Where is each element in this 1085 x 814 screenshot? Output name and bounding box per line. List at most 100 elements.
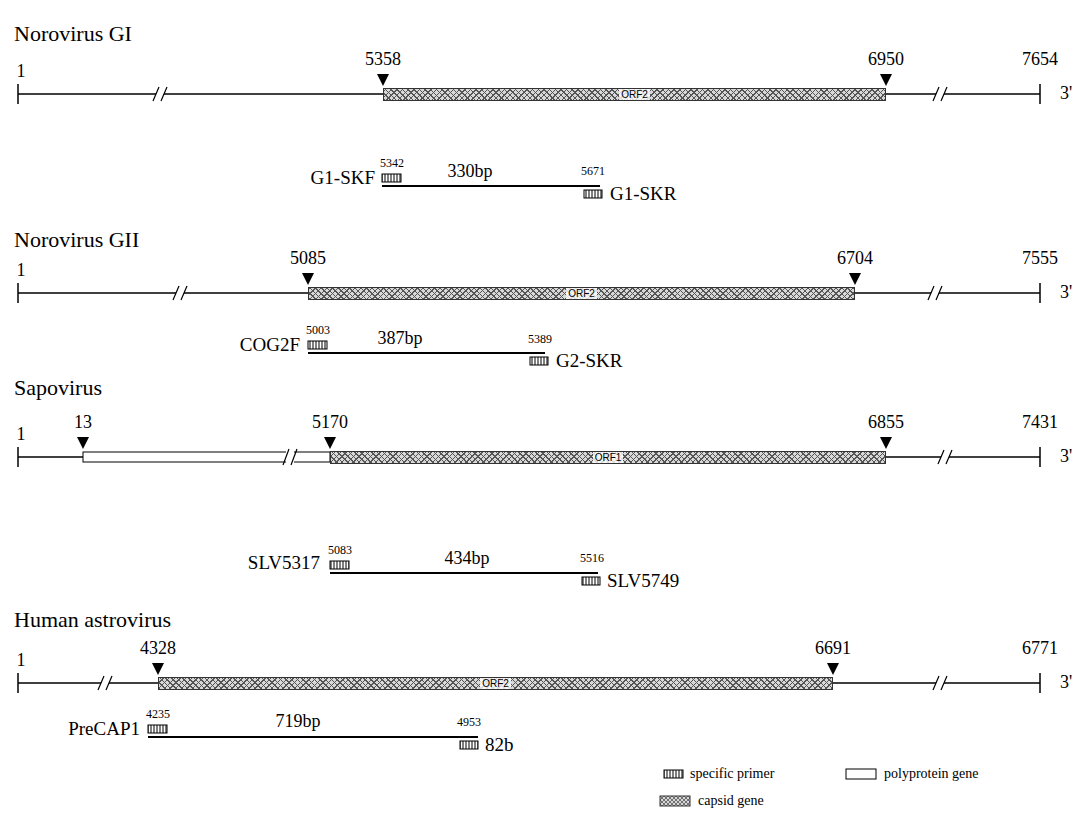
amplicon-line	[330, 572, 598, 574]
primer-position: 5342	[380, 157, 404, 170]
primer-name: G1-SKF	[311, 168, 375, 189]
end-mark: 3'	[1060, 283, 1072, 303]
primer-position: 5389	[528, 333, 552, 346]
legend-text: polyprotein gene	[884, 766, 978, 781]
primer-name: 82b	[485, 735, 514, 756]
orf-label: ORF2	[480, 678, 511, 689]
title: Human astrovirus	[14, 608, 171, 632]
primer-box	[148, 725, 167, 733]
orf-label: ORF2	[566, 288, 597, 299]
position-marker	[152, 663, 164, 675]
amplicon-line	[308, 352, 545, 354]
position-number: 1	[17, 62, 26, 82]
primer-name: G2-SKR	[556, 351, 623, 372]
break-mark	[933, 676, 947, 690]
position-number: 5085	[290, 249, 326, 269]
position-number: 6771	[1022, 639, 1058, 659]
break-mark	[283, 449, 297, 465]
end-mark: 3'	[1060, 447, 1072, 467]
genome-gi	[18, 74, 1040, 198]
break-mark	[98, 676, 112, 690]
title: Norovirus GII	[14, 228, 139, 252]
break-gap	[936, 87, 944, 101]
position-number: 1	[17, 651, 26, 671]
position-number: 5358	[365, 50, 401, 70]
primer-box	[330, 561, 349, 569]
primer-box	[582, 577, 600, 585]
end-tick	[17, 673, 19, 693]
position-number: 6704	[837, 249, 873, 269]
position-number: 7431	[1022, 413, 1058, 433]
position-number: 7654	[1022, 50, 1058, 70]
break-gap	[101, 676, 109, 690]
primer-position: 5516	[580, 552, 604, 565]
break-gap	[286, 448, 294, 466]
break-gap	[936, 676, 944, 690]
position-number: 6691	[815, 639, 851, 659]
primer-box	[382, 174, 401, 182]
end-tick	[1039, 283, 1041, 303]
position-number: 13	[74, 413, 92, 433]
genome-sapovirus	[18, 437, 1040, 585]
primer-position: 4953	[457, 716, 481, 729]
primer-box	[584, 190, 602, 198]
primer-swatch	[664, 770, 683, 778]
amplicon-size: 330bp	[448, 162, 493, 182]
position-marker	[77, 437, 89, 449]
position-marker	[377, 74, 389, 86]
end-tick	[17, 447, 19, 467]
primer-name: PreCAP1	[68, 719, 140, 740]
capsid-gene-bar: ORF2	[308, 287, 855, 300]
break-mark	[153, 87, 167, 101]
primer-position: 5083	[328, 544, 352, 557]
position-number: 6950	[868, 50, 904, 70]
amplicon-line	[382, 185, 600, 187]
end-tick	[17, 283, 19, 303]
amplicon-size: 719bp	[276, 712, 321, 732]
primer-box	[460, 741, 478, 749]
polyprotein-swatch	[846, 769, 876, 779]
capsid-gene-bar: ORF2	[158, 677, 833, 690]
primer-position: 5671	[581, 165, 605, 178]
end-tick	[1039, 673, 1041, 693]
primer-position: 4235	[146, 708, 170, 721]
end-tick	[1039, 447, 1041, 467]
orf-label: ORF2	[619, 89, 650, 100]
position-marker	[880, 437, 892, 449]
primer-name: SLV5749	[607, 571, 679, 592]
title: Norovirus GI	[14, 22, 132, 46]
end-tick	[17, 84, 19, 104]
primer-position: 5003	[306, 324, 330, 337]
end-tick	[1039, 84, 1041, 104]
break-gap	[941, 450, 949, 464]
break-gap	[931, 286, 939, 300]
legend-text: capsid gene	[698, 793, 764, 808]
orf-label: ORF1	[593, 452, 624, 463]
primer-name: COG2F	[240, 335, 300, 356]
break-mark	[933, 87, 947, 101]
primer-box	[308, 341, 327, 349]
position-marker	[302, 273, 314, 285]
position-number: 7555	[1022, 249, 1058, 269]
end-mark: 3'	[1060, 84, 1072, 104]
primer-name: G1-SKR	[610, 184, 677, 205]
position-marker	[880, 74, 892, 86]
position-number: 1	[17, 261, 26, 281]
capsid-gene-bar: ORF2	[383, 88, 886, 101]
genome-astrovirus	[18, 663, 1040, 749]
position-marker	[827, 663, 839, 675]
break-mark	[938, 450, 952, 464]
capsid-swatch	[660, 796, 690, 806]
amplicon-line	[148, 736, 478, 738]
position-number: 5170	[312, 413, 348, 433]
position-number: 4328	[140, 639, 176, 659]
amplicon-size: 387bp	[378, 329, 423, 349]
position-number: 6855	[868, 413, 904, 433]
break-mark	[928, 286, 942, 300]
legend-text: specific primer	[690, 766, 774, 781]
position-marker	[849, 273, 861, 285]
break-gap	[176, 286, 184, 300]
title: Sapovirus	[14, 376, 102, 400]
break-gap	[156, 87, 164, 101]
